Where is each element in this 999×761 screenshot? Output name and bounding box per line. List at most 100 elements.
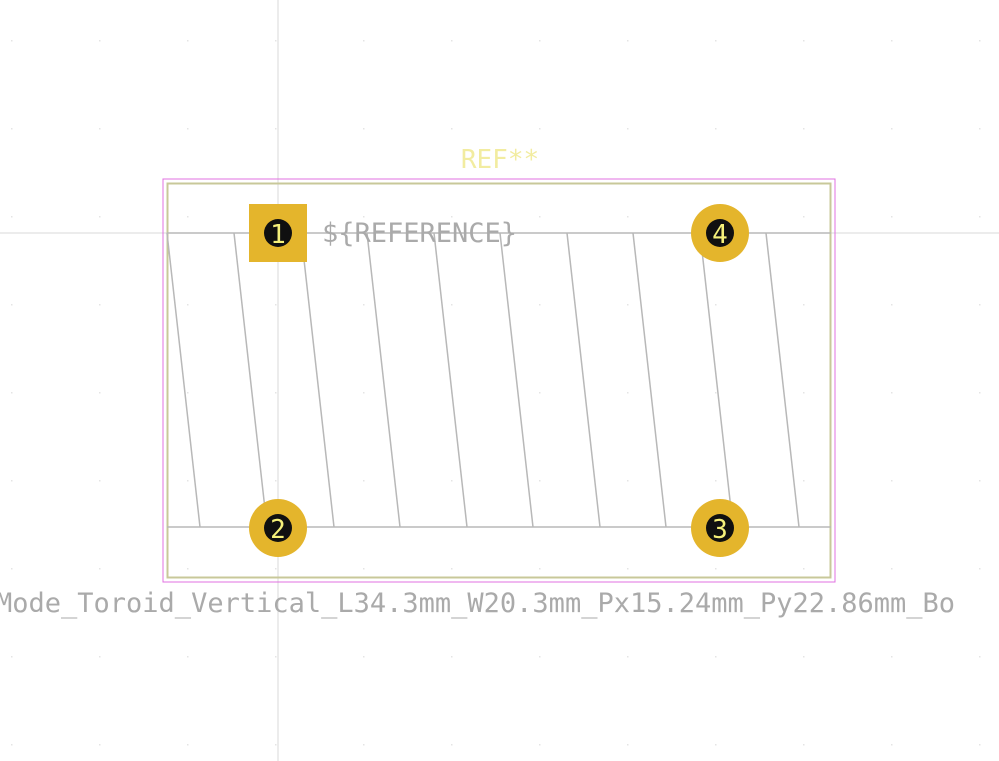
grid-dot (803, 40, 805, 42)
grid-dot (715, 656, 717, 658)
grid-dot (627, 744, 629, 746)
grid-dot (715, 480, 717, 482)
grid-dot (627, 304, 629, 306)
grid-dot (891, 480, 893, 482)
grid-dot (11, 568, 13, 570)
grid-dot (891, 40, 893, 42)
fab-layer (166, 232, 831, 528)
grid-dot (99, 480, 101, 482)
grid-dot (979, 128, 981, 130)
grid-dot (187, 40, 189, 42)
pad-1-hole (264, 219, 292, 247)
winding-line (366, 232, 401, 528)
grid-dot (627, 480, 629, 482)
grid-dot (627, 40, 629, 42)
grid-dot (979, 216, 981, 218)
pad-4[interactable]: 4 (691, 204, 749, 262)
pad-4-hole (706, 219, 734, 247)
pad-2-number: 2 (270, 515, 286, 545)
grid-dot (11, 128, 13, 130)
grid-dot (275, 656, 277, 658)
grid-dot (451, 480, 453, 482)
grid-dot (627, 656, 629, 658)
grid-dot (11, 304, 13, 306)
courtyard-outline (162, 178, 836, 583)
grid-dot (275, 744, 277, 746)
pad-2[interactable]: 2 (249, 499, 307, 557)
grid-dot (627, 392, 629, 394)
grid-dot (891, 568, 893, 570)
grid-dot (451, 568, 453, 570)
grid-dot (979, 568, 981, 570)
grid-dot (451, 128, 453, 130)
grid-dot (11, 40, 13, 42)
grid-dot (715, 40, 717, 42)
grid-dot (187, 216, 189, 218)
pad-1[interactable]: 1 (249, 204, 307, 262)
grid-dot (99, 392, 101, 394)
grid-dot (99, 568, 101, 570)
grid-dot (891, 216, 893, 218)
grid-dot (891, 656, 893, 658)
value-field[interactable]: Mode_Toroid_Vertical_L34.3mm_W20.3mm_Px1… (0, 588, 955, 619)
grid-dot (803, 568, 805, 570)
winding-line (699, 232, 734, 528)
winding-line (233, 232, 268, 528)
grid-dot (627, 216, 629, 218)
grid-dot (891, 128, 893, 130)
grid-dot (99, 216, 101, 218)
pad-4-number: 4 (712, 220, 728, 250)
grid-dot (11, 480, 13, 482)
winding-line (765, 232, 800, 528)
grid-dot (363, 568, 365, 570)
grid-dot (803, 128, 805, 130)
grid-dot (715, 744, 717, 746)
grid-dot (99, 128, 101, 130)
grid-dot (803, 392, 805, 394)
grid-dot (979, 392, 981, 394)
grid-dot (715, 392, 717, 394)
grid-dot (539, 216, 541, 218)
grid-dot (99, 656, 101, 658)
grid-dot (715, 568, 717, 570)
grid-dot (539, 568, 541, 570)
grid-dot (627, 568, 629, 570)
grid-dot (363, 216, 365, 218)
winding-line (566, 232, 601, 528)
grid-dot (979, 656, 981, 658)
winding-line (499, 232, 534, 528)
grid-dot (187, 568, 189, 570)
grid-dot (99, 744, 101, 746)
grid-dot (803, 656, 805, 658)
grid-dot (11, 744, 13, 746)
grid-dots (11, 40, 981, 746)
silkscreen-outline (166, 182, 832, 579)
grid-dot (187, 744, 189, 746)
grid-dot (803, 744, 805, 746)
grid-dot (451, 744, 453, 746)
reference-field[interactable]: ${REFERENCE} (322, 218, 517, 249)
grid-dot (539, 40, 541, 42)
grid-dot (187, 656, 189, 658)
grid-dot (539, 656, 541, 658)
winding-line (166, 232, 201, 528)
pad-3[interactable]: 3 (691, 499, 749, 557)
grid-dot (539, 392, 541, 394)
pad-3-number: 3 (712, 515, 728, 545)
grid-dot (979, 304, 981, 306)
grid-dot (451, 216, 453, 218)
grid-dot (275, 128, 277, 130)
grid-dot (187, 128, 189, 130)
pad-1-number: 1 (270, 220, 286, 250)
grid-dot (539, 304, 541, 306)
grid-dot (803, 304, 805, 306)
grid-dot (99, 40, 101, 42)
grid-dot (363, 40, 365, 42)
ref-designator[interactable]: REF** (461, 145, 539, 175)
grid-dot (891, 392, 893, 394)
grid-dot (979, 744, 981, 746)
grid-dot (187, 304, 189, 306)
grid-dot (891, 744, 893, 746)
grid-dot (627, 128, 629, 130)
